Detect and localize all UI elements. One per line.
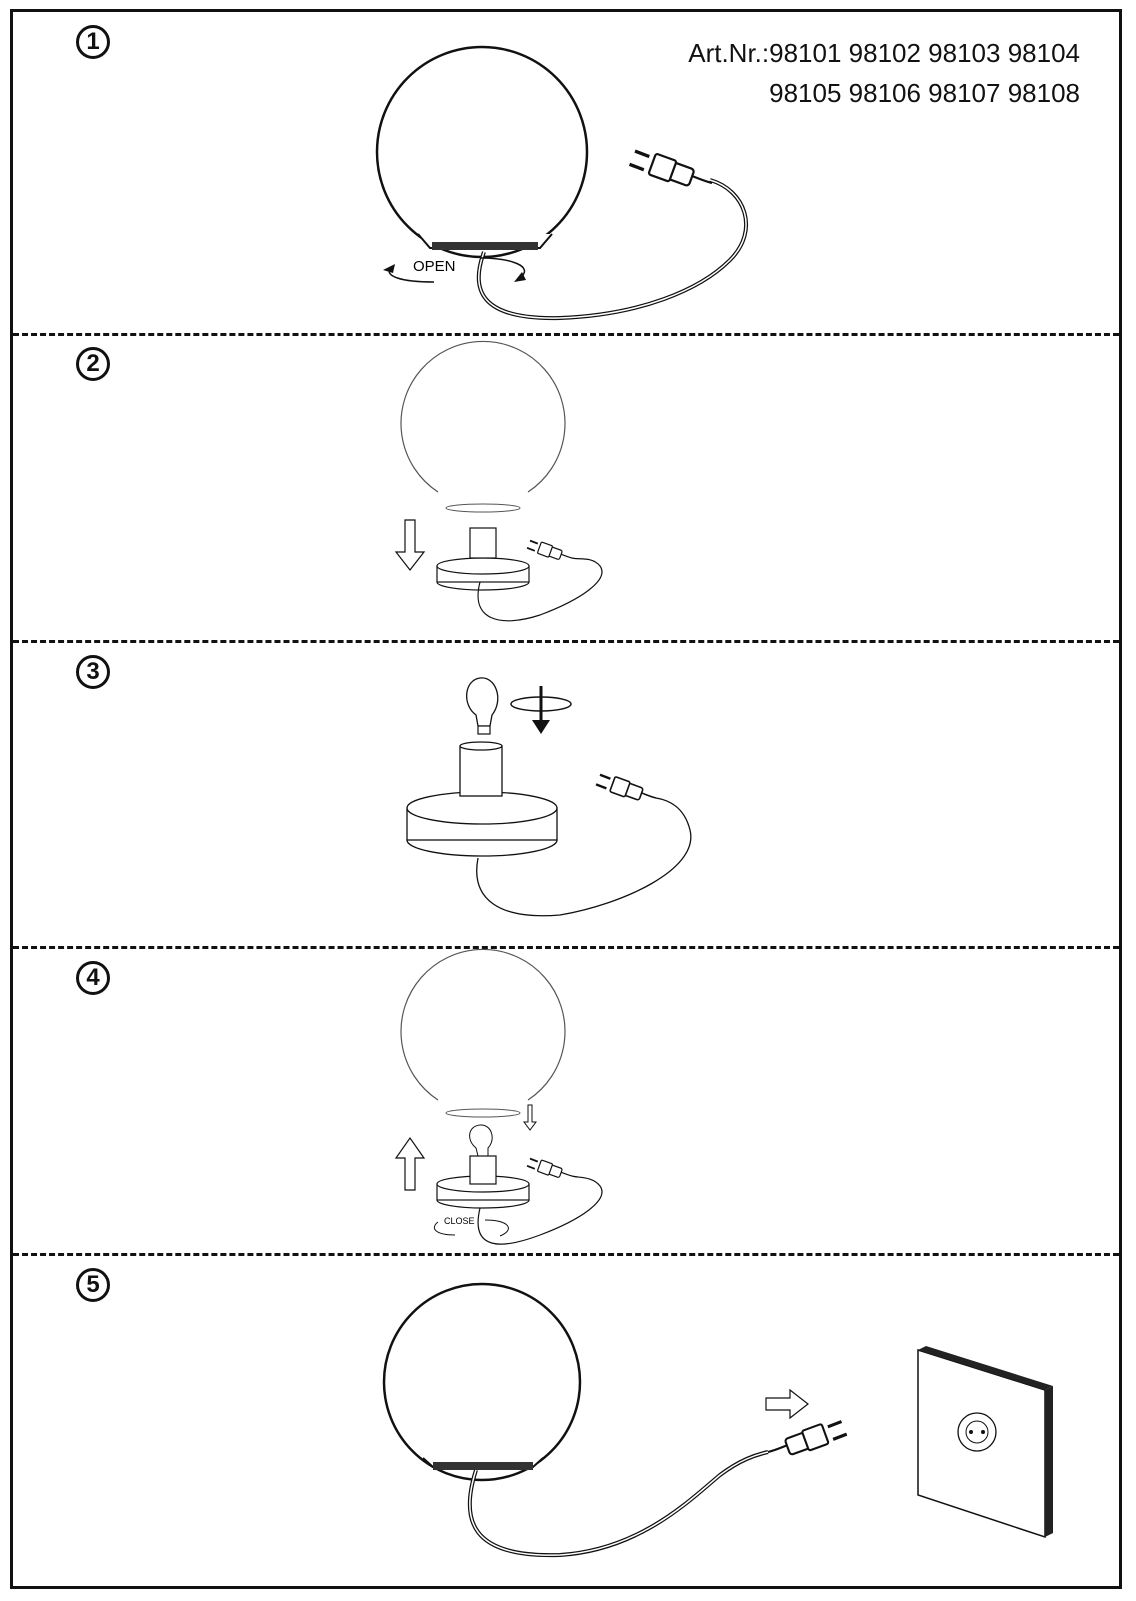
step-number-3: 3 [76,655,110,689]
document-frame [10,9,1122,1589]
step-number-1: 1 [76,25,110,59]
article-numbers-line-1: Art.Nr.:98101 98102 98103 98104 [688,38,1080,68]
step-divider [13,640,1119,643]
step-3-illustration [406,677,692,917]
step-2-illustration [394,340,603,622]
step-divider [13,1253,1119,1256]
step-number-4: 4 [76,961,110,995]
open-label: OPEN [413,258,456,275]
step-divider [13,333,1119,336]
step-number-5: 5 [76,1268,110,1302]
step-number-2: 2 [76,347,110,381]
step-4-illustration: CLOSE [394,948,603,1245]
step-divider [13,946,1119,949]
article-numbers: Art.Nr.:98101 98102 98103 98104 98105 98… [688,33,1080,113]
article-numbers-line-2: 98105 98106 98107 98108 [769,78,1080,108]
step-1-illustration: OPEN [375,45,748,321]
close-label: CLOSE [444,1216,475,1226]
step-5-illustration [382,1282,1053,1558]
